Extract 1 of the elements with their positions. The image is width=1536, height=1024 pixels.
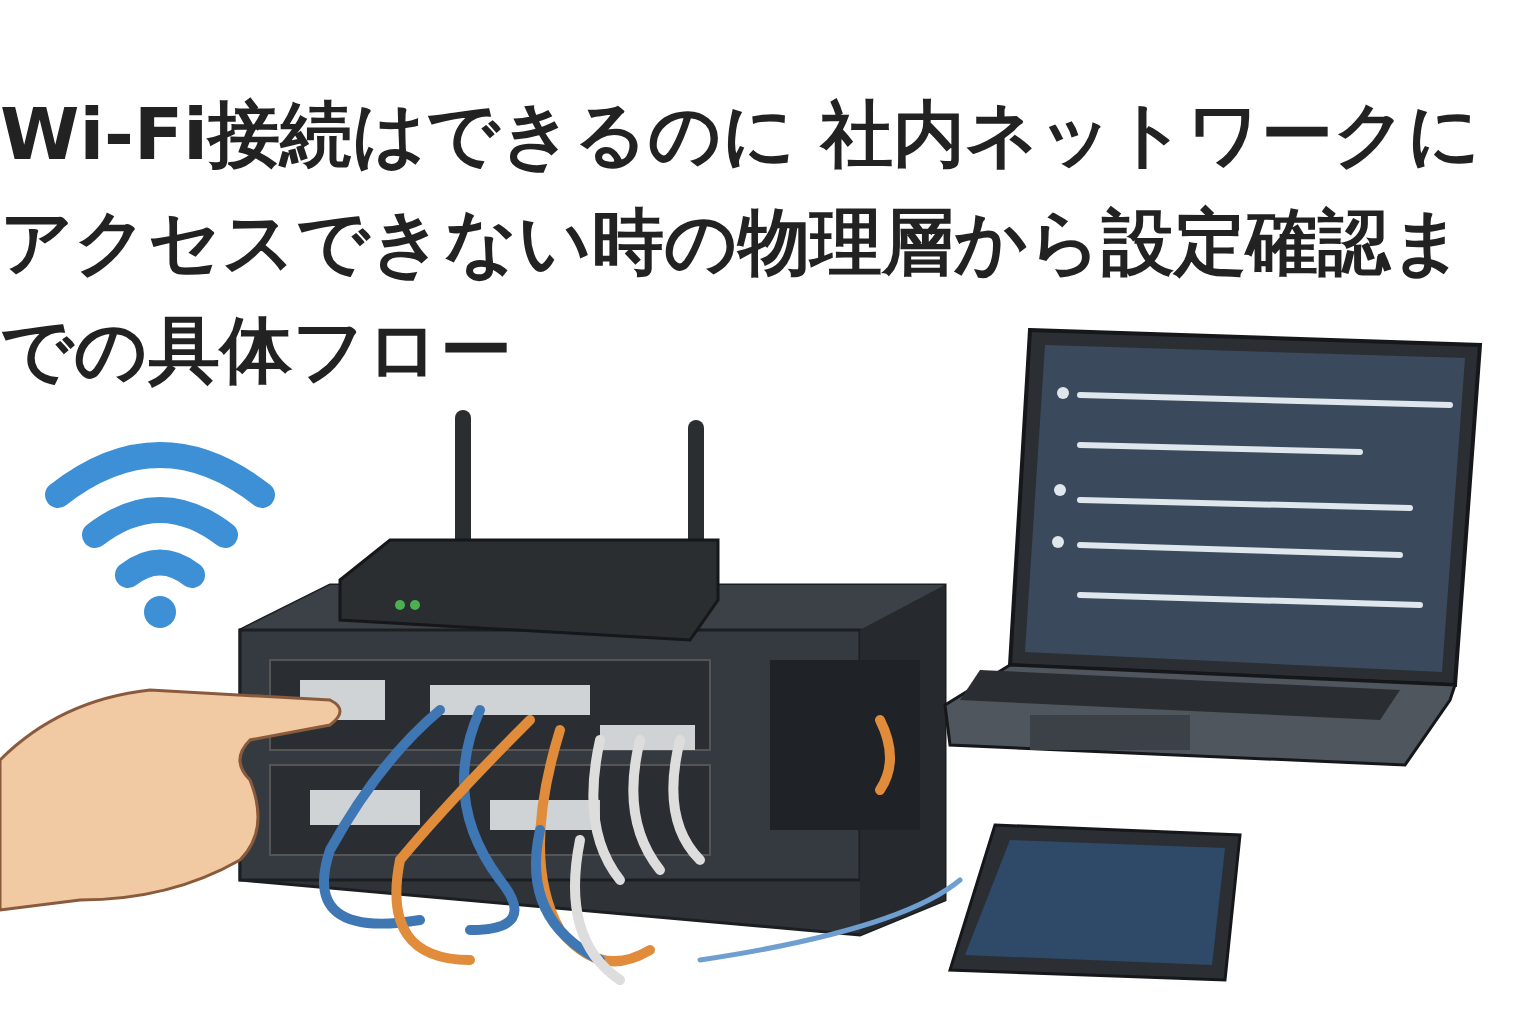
title: Wi-Fi接続はできるのに 社内ネットワークにアクセスできない時の物理層から設定確認までの具体フロー [0, 91, 1482, 394]
